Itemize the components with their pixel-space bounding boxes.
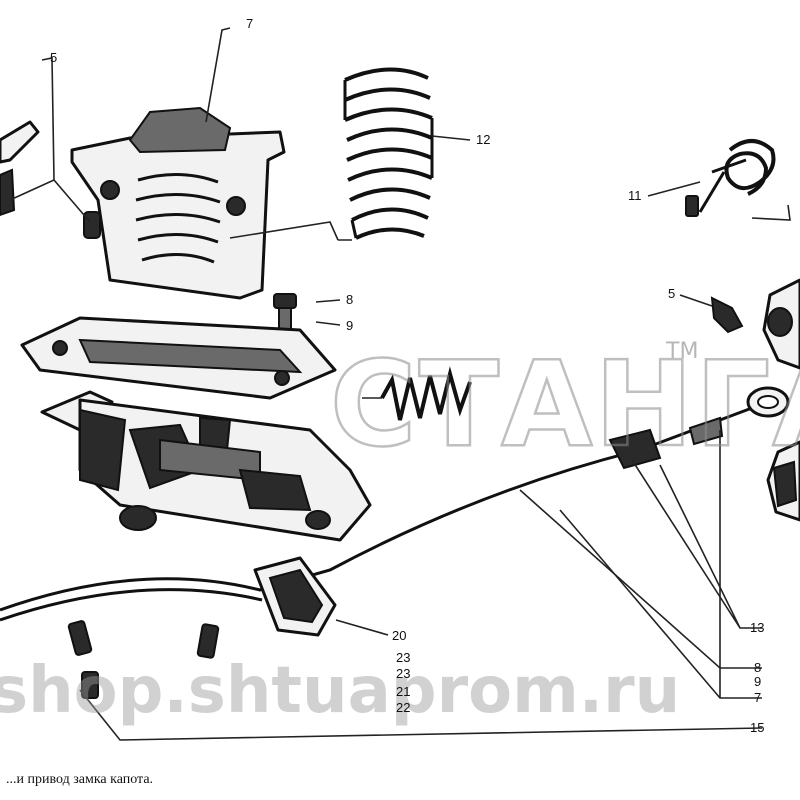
cable-grommet: [253, 556, 337, 637]
callout-8: 8: [346, 292, 353, 307]
release-cable: [0, 386, 790, 622]
callout-7-right: 7: [754, 690, 761, 705]
lock-housing: [70, 106, 286, 300]
watermark: СТАНГА TM shop.shtuaprom.ru: [0, 334, 800, 728]
latch-mechanism: [40, 390, 372, 542]
right-edge-parts: [762, 278, 800, 522]
leader-lines: [9, 27, 791, 741]
small-bolt-right: [710, 296, 744, 334]
small-bolt-left: [83, 211, 101, 239]
callout-8-right: 8: [754, 660, 761, 675]
callout-9: 9: [346, 318, 353, 333]
callout-left-a: 23: [396, 650, 410, 665]
callout-7: 7: [246, 16, 253, 31]
torsion-spring: [685, 139, 776, 217]
callout-15: 15: [750, 720, 764, 735]
bolt-part-8: [273, 293, 297, 331]
callout-9-right: 9: [754, 674, 761, 689]
callout-5-right: 5: [668, 286, 675, 301]
callout-13: 13: [750, 620, 764, 635]
left-edge-bracket: [0, 120, 40, 217]
callout-5-top: 5: [50, 50, 57, 65]
watermark-brand: СТАНГА: [330, 335, 800, 473]
callout-left-c: 21: [396, 684, 410, 699]
callout-11: 11: [628, 188, 642, 203]
watermark-url: shop.shtuaprom.ru: [0, 654, 680, 728]
callout-left-b: 23: [396, 666, 410, 681]
callout-left-d: 22: [396, 700, 410, 715]
small-spring-middle: [362, 366, 472, 421]
figure-caption: ...и привод замка капота.: [6, 772, 154, 787]
watermark-tm: TM: [665, 339, 698, 364]
cable-clip-screws: [67, 620, 220, 699]
large-coil-spring: [343, 67, 434, 240]
callout-12: 12: [476, 132, 490, 147]
callout-labels: 5 7 12 11 5 8 9 20 13 8 9 7 15 23 23 21 …: [50, 16, 764, 735]
mounting-plate: [20, 316, 337, 400]
callout-20: 20: [392, 628, 406, 643]
